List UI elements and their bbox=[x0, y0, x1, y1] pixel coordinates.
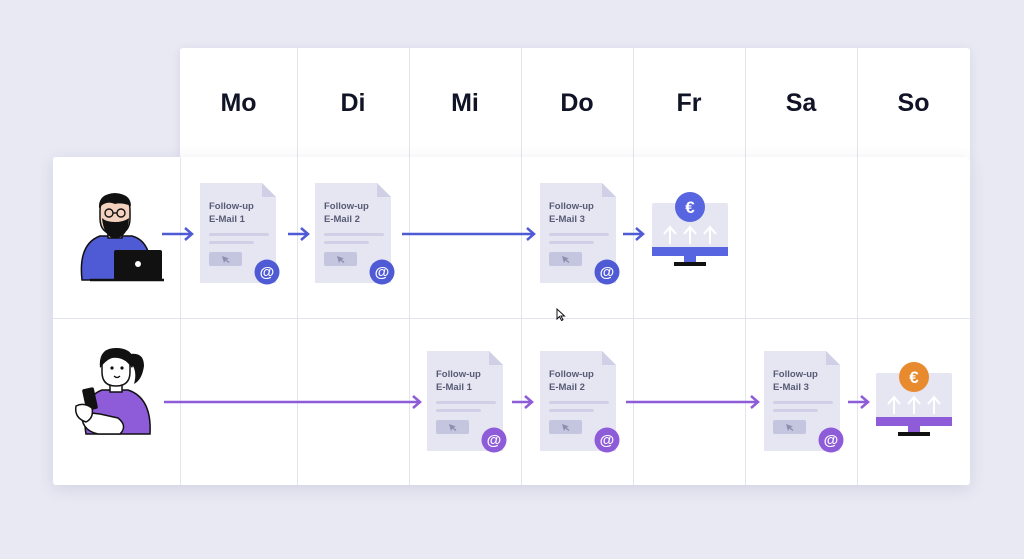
doc-title-line2: E-Mail 2 bbox=[549, 382, 585, 393]
row-divider bbox=[53, 318, 970, 319]
svg-text:@: @ bbox=[260, 264, 275, 281]
svg-text:€: € bbox=[909, 368, 919, 387]
divider bbox=[521, 48, 522, 158]
email-document: Follow-up E-Mail 2 @ bbox=[315, 183, 397, 287]
day-mi: Mi bbox=[451, 88, 479, 117]
day-so: So bbox=[897, 88, 930, 117]
document-shape bbox=[427, 351, 503, 451]
at-icon: @ bbox=[818, 427, 844, 453]
document-shape bbox=[200, 183, 276, 283]
divider bbox=[633, 157, 634, 485]
arrow-icon bbox=[288, 227, 310, 241]
divider bbox=[745, 48, 746, 158]
divider bbox=[745, 157, 746, 485]
divider bbox=[521, 157, 522, 485]
at-icon: @ bbox=[369, 259, 395, 285]
svg-text:@: @ bbox=[375, 264, 390, 281]
doc-title-line1: Follow-up bbox=[773, 369, 818, 380]
day-fr: Fr bbox=[676, 88, 702, 117]
divider bbox=[180, 157, 181, 485]
mouse-cursor-icon bbox=[556, 307, 566, 322]
doc-title-line1: Follow-up bbox=[436, 369, 481, 380]
doc-title-line1: Follow-up bbox=[324, 201, 369, 212]
at-icon: @ bbox=[594, 259, 620, 285]
long-arrow-icon bbox=[626, 395, 760, 409]
svg-text:@: @ bbox=[600, 264, 615, 281]
doc-title-line2: E-Mail 3 bbox=[773, 382, 809, 393]
divider bbox=[409, 157, 410, 485]
day-mo: Mo bbox=[220, 88, 257, 117]
divider bbox=[633, 48, 634, 158]
arrow-icon bbox=[162, 227, 194, 241]
svg-text:@: @ bbox=[487, 432, 502, 449]
at-icon: @ bbox=[594, 427, 620, 453]
email-document: Follow-up E-Mail 1 @ bbox=[427, 351, 509, 455]
at-icon: @ bbox=[481, 427, 507, 453]
doc-title-line2: E-Mail 2 bbox=[324, 214, 360, 225]
arrow-icon bbox=[512, 395, 534, 409]
arrow-icon bbox=[848, 395, 870, 409]
divider bbox=[857, 48, 858, 158]
at-icon: @ bbox=[254, 259, 280, 285]
arrow-icon bbox=[623, 227, 645, 241]
long-arrow-icon bbox=[164, 395, 422, 409]
document-shape bbox=[540, 183, 616, 283]
document-shape bbox=[540, 351, 616, 451]
divider bbox=[409, 48, 410, 158]
divider bbox=[857, 157, 858, 485]
doc-title-line1: Follow-up bbox=[549, 201, 594, 212]
long-arrow-icon bbox=[402, 227, 536, 241]
document-shape bbox=[764, 351, 840, 451]
doc-title-line2: E-Mail 1 bbox=[209, 214, 245, 225]
divider bbox=[297, 48, 298, 158]
day-sa: Sa bbox=[785, 88, 817, 117]
divider bbox=[297, 157, 298, 485]
day-do: Do bbox=[560, 88, 594, 117]
document-shape bbox=[315, 183, 391, 283]
doc-title-line2: E-Mail 3 bbox=[549, 214, 585, 225]
svg-text:@: @ bbox=[600, 432, 615, 449]
email-document: Follow-up E-Mail 3 @ bbox=[540, 183, 622, 287]
email-document: Follow-up E-Mail 3 @ bbox=[764, 351, 846, 455]
doc-title-line1: Follow-up bbox=[209, 201, 254, 212]
email-document: Follow-up E-Mail 2 @ bbox=[540, 351, 622, 455]
man-with-laptop-illustration bbox=[80, 193, 164, 282]
svg-text:€: € bbox=[685, 198, 695, 217]
woman-with-phone-illustration bbox=[74, 348, 151, 435]
revenue-monitor-icon: € bbox=[876, 362, 952, 436]
svg-text:@: @ bbox=[824, 432, 839, 449]
email-document: Follow-up E-Mail 1 @ bbox=[200, 183, 282, 287]
day-di: Di bbox=[340, 88, 366, 117]
revenue-monitor-icon: € bbox=[652, 192, 728, 266]
doc-title-line1: Follow-up bbox=[549, 369, 594, 380]
day-header: Mo Di Mi Do Fr Sa So bbox=[180, 48, 970, 158]
doc-title-line2: E-Mail 1 bbox=[436, 382, 472, 393]
